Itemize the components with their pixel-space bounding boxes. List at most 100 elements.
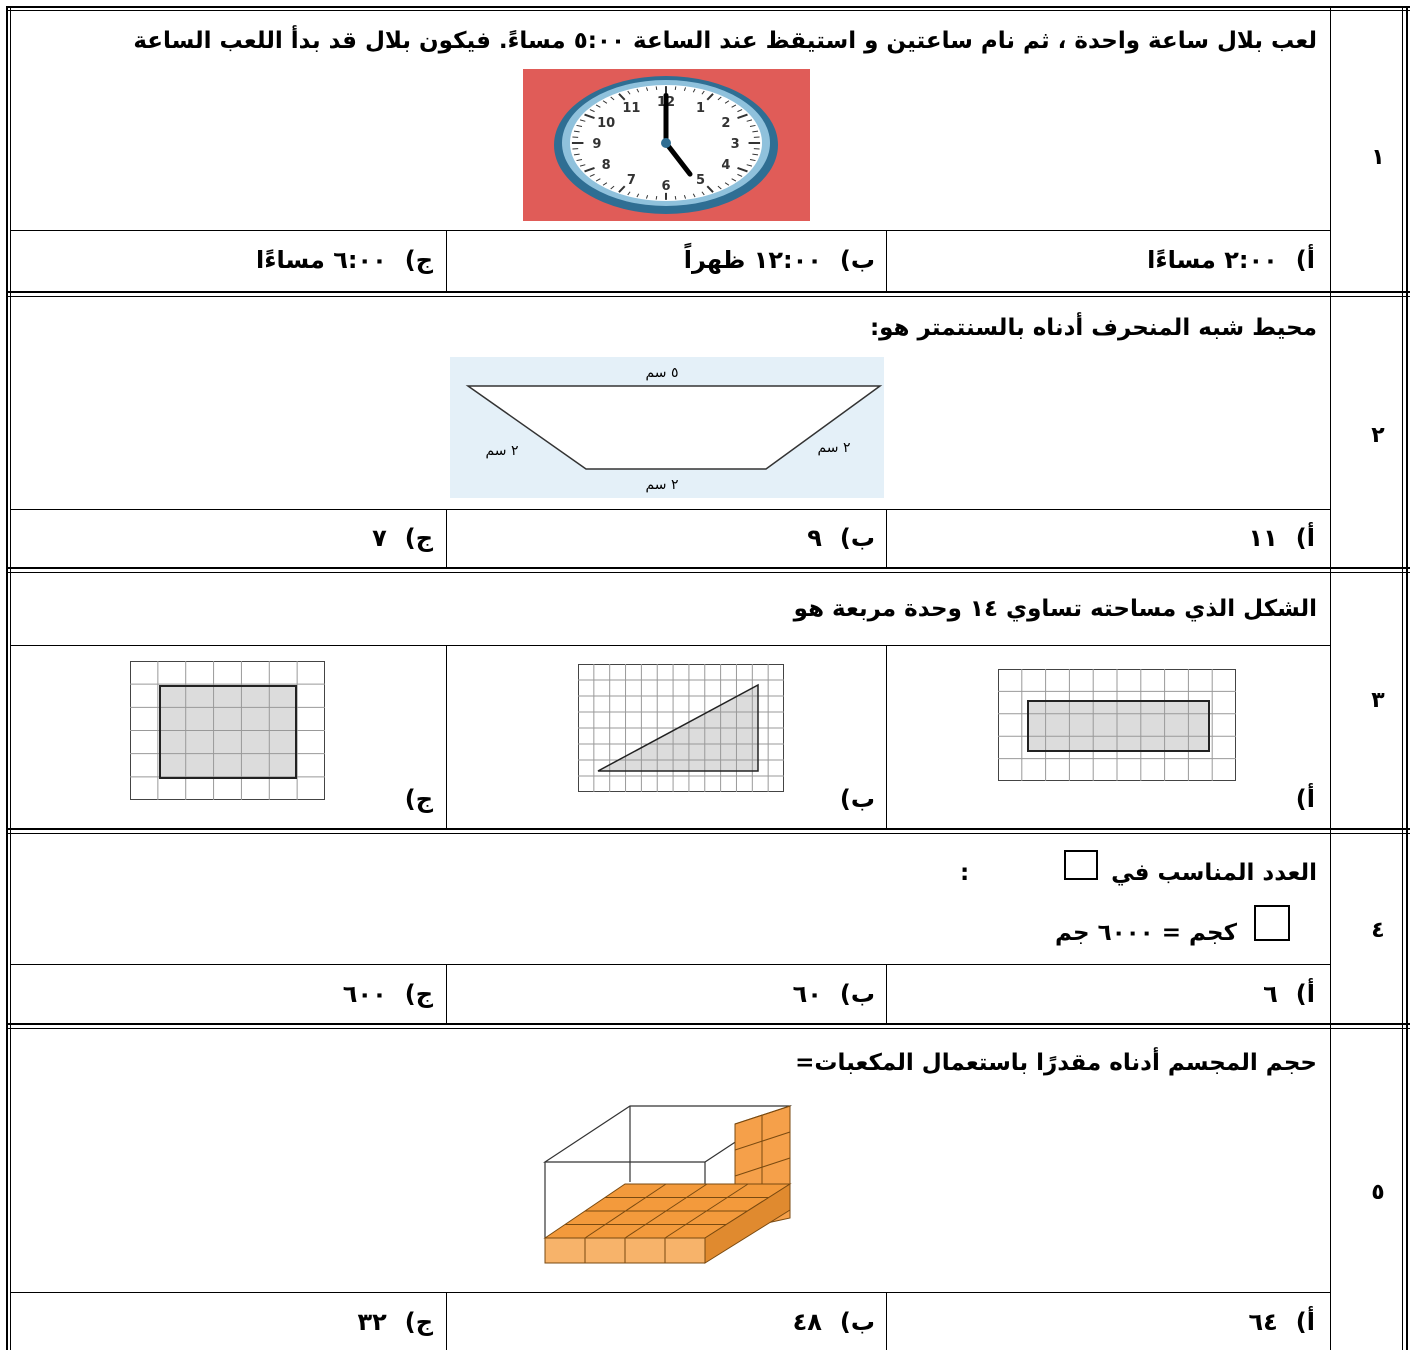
options-row-line — [10, 645, 1330, 646]
clock-tick — [717, 96, 722, 101]
clock-tick — [724, 182, 730, 186]
option-c[interactable]: ج) — [404, 785, 433, 813]
option-b[interactable]: ب) — [839, 785, 875, 813]
options-row-line — [10, 1292, 1330, 1293]
clock-numeral: 11 — [622, 101, 640, 116]
option-label: ج) — [404, 246, 433, 274]
question-text: حجم المجسم أدناه مقدرًا باستعمال المكعبا… — [795, 1050, 1317, 1076]
clock-tick — [752, 153, 759, 156]
option-divider — [886, 645, 887, 828]
question-text: الشكل الذي مساحته تساوي ١٤ وحدة مربعة هو — [793, 596, 1317, 622]
question-text: العدد المناسب في — [1111, 860, 1317, 886]
option-value: ٦:٠٠ مساءًا — [256, 246, 387, 274]
option-b[interactable]: ب) ٦٠ — [793, 980, 875, 1008]
option-c[interactable]: ج)٣٢ — [357, 1308, 433, 1336]
clock-tick — [589, 173, 595, 177]
clock-numeral: 10 — [597, 116, 615, 131]
clock-tick — [579, 164, 586, 167]
options-row-line — [10, 964, 1330, 965]
grid-lines — [130, 661, 325, 800]
colon-text: : — [960, 860, 970, 886]
clock-tick — [746, 164, 753, 167]
frame-left — [6, 6, 8, 1350]
option-label: ب) — [839, 980, 875, 1008]
option-divider — [446, 645, 447, 828]
frame-top-inner — [6, 10, 1410, 11]
q-separator — [6, 1028, 1410, 1029]
shaded-rectangle — [160, 686, 296, 778]
q-separator — [6, 567, 1410, 569]
clock-tick — [737, 173, 743, 177]
clock-tick — [683, 87, 687, 91]
option-c[interactable]: ج) ٦:٠٠ مساءًا — [256, 246, 433, 274]
option-value: ٤٨ — [792, 1308, 822, 1336]
options-row-line — [10, 509, 1330, 510]
clock-tick — [655, 86, 658, 91]
q-separator — [6, 572, 1410, 573]
option-value: ٦٤ — [1248, 1308, 1278, 1336]
option-value: ٦٠ — [792, 980, 822, 1008]
trapezoid-figure: ٥ سم ٢ سم ٢ سم ٢ سم — [450, 357, 884, 498]
clock-numeral: 2 — [721, 116, 730, 131]
clock-tick — [701, 90, 705, 95]
clock-tick — [706, 185, 714, 193]
clock-tick — [674, 195, 677, 200]
option-b[interactable]: ب)١٢:٠٠ ظهراً — [684, 246, 875, 274]
clock-tick — [610, 185, 615, 190]
option-label: أ) — [1295, 1308, 1315, 1336]
option-label: ب) — [839, 1308, 875, 1336]
clock-tick — [746, 119, 753, 122]
option-divider — [446, 1292, 447, 1350]
clock-figure: 121234567891011 — [523, 69, 810, 221]
clock-tick — [627, 90, 631, 95]
clock-tick — [610, 96, 615, 101]
option-value: ١٢:٠٠ ظهراً — [683, 246, 822, 274]
clock-tick — [749, 158, 756, 162]
frame-top — [6, 6, 1410, 8]
option-divider — [886, 1292, 887, 1350]
option-c[interactable]: ج) ٧ — [372, 524, 433, 552]
clock-tick — [579, 119, 586, 122]
clock-tick — [602, 100, 608, 104]
clock-numeral: 1 — [696, 101, 705, 116]
label-right: ٢ سم — [817, 440, 850, 456]
option-a[interactable]: أ)٦ — [1263, 980, 1315, 1008]
clock-tick — [595, 178, 601, 182]
option-value: ٧ — [372, 524, 387, 552]
clock-numeral: 3 — [731, 137, 740, 152]
label-top: ٥ سم — [645, 365, 678, 381]
clock-numeral: 4 — [721, 158, 730, 173]
option-divider — [886, 230, 887, 291]
question-number: ٢ — [1371, 423, 1385, 448]
option-value: ٦٠٠ — [342, 980, 387, 1008]
option-c[interactable]: ج) ٦٠٠ — [343, 980, 433, 1008]
answer-box[interactable] — [1254, 905, 1290, 941]
options-row-line — [10, 230, 1330, 231]
option-a[interactable]: أ) — [1295, 785, 1315, 813]
option-value: ١١ — [1248, 524, 1278, 552]
clock-tick — [618, 185, 626, 193]
option-b[interactable]: ب) ٤٨ — [793, 1308, 875, 1336]
question-number: ٣ — [1371, 688, 1385, 713]
option-label: ب) — [839, 524, 875, 552]
question-number: ٥ — [1371, 1180, 1385, 1205]
option-a[interactable]: أ)١١ — [1249, 524, 1316, 552]
clock-tick — [674, 86, 677, 91]
option-divider — [446, 230, 447, 291]
frame-right — [1406, 6, 1408, 1350]
label-bottom: ٢ سم — [645, 477, 678, 493]
option-label: ج) — [404, 980, 433, 1008]
clock-tick — [655, 195, 658, 200]
number-column-divider — [1330, 6, 1331, 1350]
option-a[interactable]: أ)٢:٠٠ مساءًا — [1147, 246, 1315, 274]
frame-left-inner — [10, 6, 11, 1350]
clock-tick — [692, 88, 696, 93]
option-label: ج) — [404, 524, 433, 552]
option-label: أ) — [1295, 980, 1315, 1008]
option-b[interactable]: ب)٩ — [807, 524, 875, 552]
option-divider — [886, 509, 887, 567]
option-a[interactable]: أ) ٦٤ — [1249, 1308, 1316, 1336]
q-separator — [6, 828, 1410, 830]
trapezoid-shape — [465, 385, 883, 470]
clock-numeral: 5 — [696, 173, 705, 188]
